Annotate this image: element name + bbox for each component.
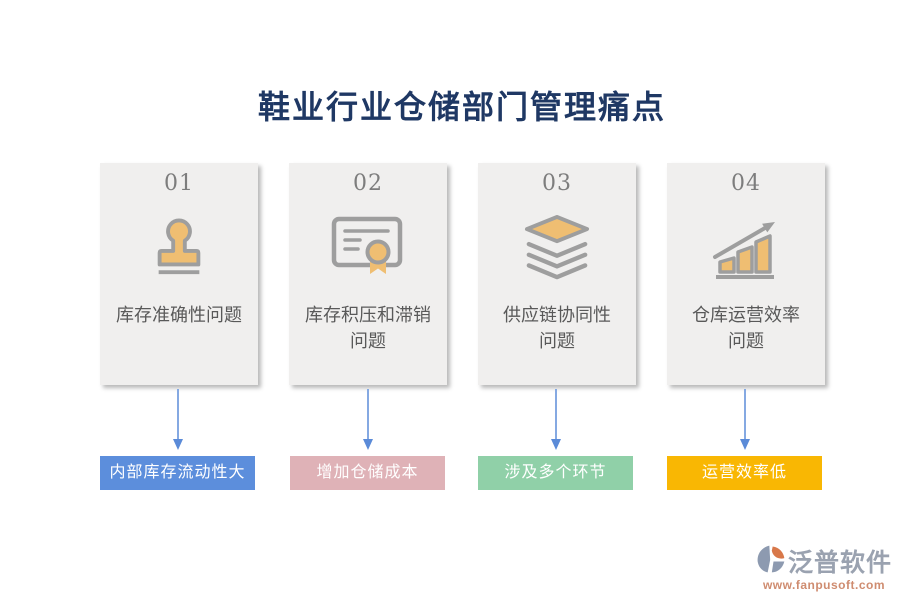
card-label: 库存准确性问题 xyxy=(116,305,242,326)
fanpu-logo-icon xyxy=(756,544,786,579)
down-arrow-1 xyxy=(173,389,183,450)
card-number: 01 xyxy=(164,171,194,196)
layers-icon xyxy=(478,207,636,287)
page-title: 鞋业行业仓储部门管理痛点 xyxy=(257,88,666,126)
tag-multiple-links: 涉及多个环节 xyxy=(478,456,633,490)
card-inventory-accuracy: 01 库存准确性问题 xyxy=(100,163,258,385)
card-number: 02 xyxy=(353,171,383,196)
card-number: 03 xyxy=(542,171,572,196)
card-overstock: 02 库存积压和滞销 问题 xyxy=(289,163,447,385)
card-efficiency: 04 仓库运营效率 问题 xyxy=(667,163,825,385)
brand-footer: 泛普软件 www.fanpusoft.com xyxy=(756,543,892,592)
brand-row: 泛普软件 xyxy=(756,543,892,579)
card-label: 仓库运营效率 问题 xyxy=(692,305,800,352)
card-supply-chain: 03 供应链协同性 问题 xyxy=(478,163,636,385)
stamp-icon xyxy=(100,207,258,287)
down-arrow-4 xyxy=(740,389,750,450)
down-arrow-2 xyxy=(363,389,373,450)
card-label: 库存积压和滞销 问题 xyxy=(305,305,431,352)
card-label: 供应链协同性 问题 xyxy=(503,305,611,352)
down-arrow-3 xyxy=(551,389,561,450)
tag-internal-liquidity: 内部库存流动性大 xyxy=(100,456,255,490)
bar-chart-icon xyxy=(667,207,825,287)
tag-low-efficiency: 运营效率低 xyxy=(667,456,822,490)
card-number: 04 xyxy=(731,171,761,196)
tag-storage-cost: 增加仓储成本 xyxy=(290,456,445,490)
brand-url: www.fanpusoft.com xyxy=(762,578,886,592)
certificate-icon xyxy=(289,207,447,287)
brand-name: 泛普软件 xyxy=(787,549,892,577)
